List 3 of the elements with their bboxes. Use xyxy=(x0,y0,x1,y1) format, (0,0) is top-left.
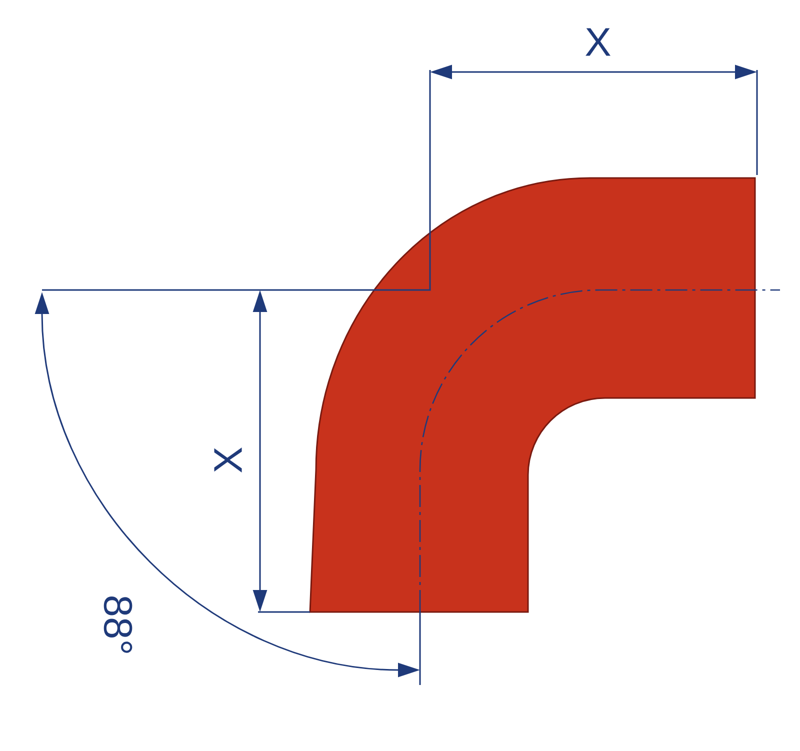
dimension-label: X xyxy=(214,448,242,472)
dimension-label: 88° xyxy=(104,596,132,653)
dimension-label: X xyxy=(586,28,610,56)
